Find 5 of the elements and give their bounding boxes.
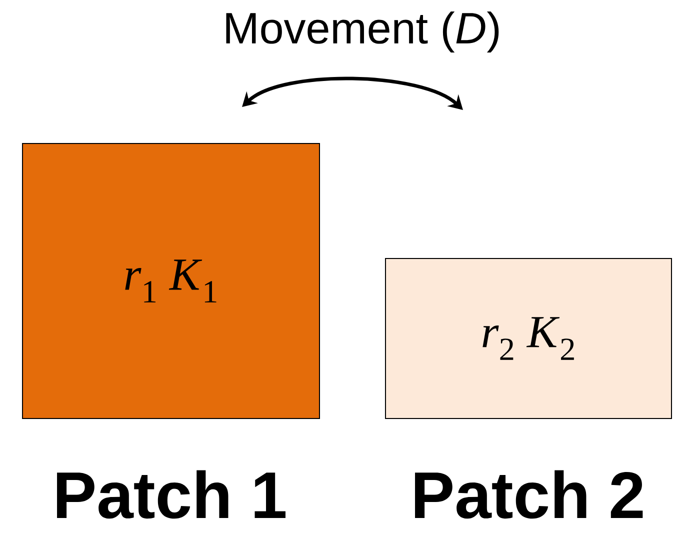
- patch-box: r$_{1}$ K$_{1}$: [22, 143, 320, 419]
- patch-box: r$_{2}$ K$_{2}$: [385, 258, 672, 419]
- patch-label: Patch 1: [57, 470, 286, 519]
- movement-label: Movement (D): [226, 12, 499, 52]
- patch-label: Patch 2: [415, 470, 643, 519]
